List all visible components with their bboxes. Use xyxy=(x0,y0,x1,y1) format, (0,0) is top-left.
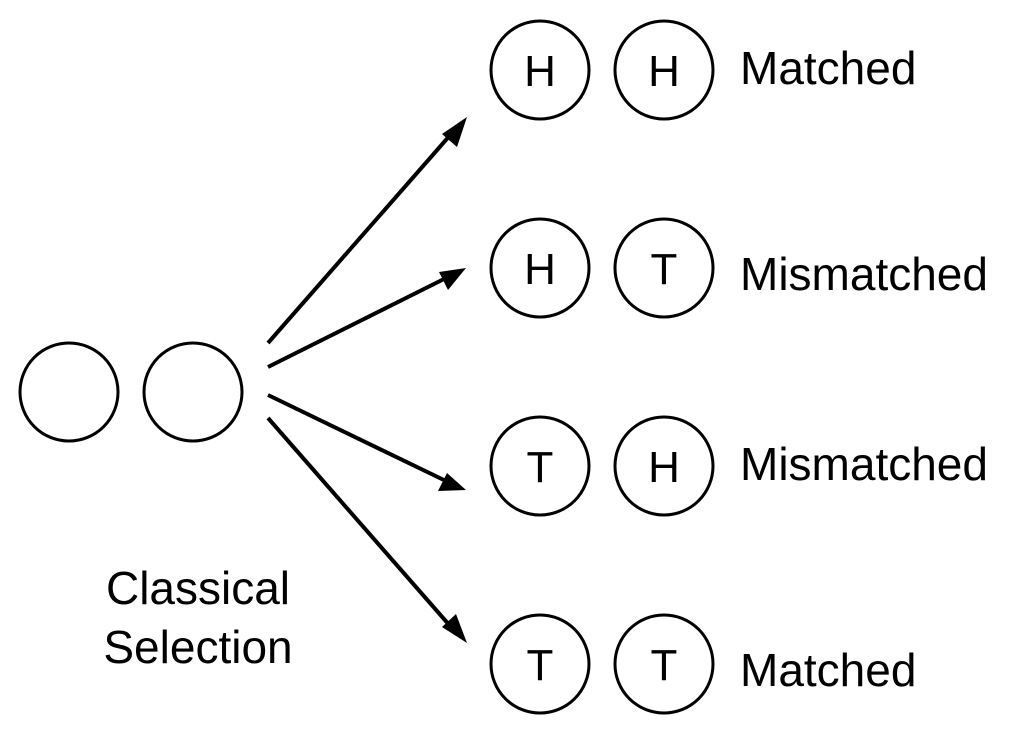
outcome-row-1: H H Matched xyxy=(489,19,916,121)
outcome-row-3: T H Mismatched xyxy=(489,415,988,517)
outcome-1-coin-1-label: H xyxy=(524,47,556,96)
caption-line-1: Classical xyxy=(106,562,290,614)
arrows xyxy=(266,117,467,643)
outcome-row-4: T T Matched xyxy=(489,613,916,715)
outcome-4-coin-1 xyxy=(489,613,591,715)
arrow-to-outcome-3 xyxy=(267,393,466,491)
outcome-1-coin-2-label: H xyxy=(648,47,680,96)
source-coin-pair xyxy=(18,341,244,443)
outcome-4-coin-1-label: T xyxy=(527,641,554,690)
outcome-3-label: Mismatched xyxy=(740,438,988,490)
outcome-3-coin-2 xyxy=(613,415,715,517)
outcome-2-coin-1-label: H xyxy=(524,245,556,294)
outcome-2-coin-1 xyxy=(489,217,591,319)
arrow-to-outcome-1 xyxy=(266,117,467,345)
outcome-4-coin-2 xyxy=(613,613,715,715)
outcome-4-coin-2-label: T xyxy=(651,641,678,690)
arrow-to-outcome-2 xyxy=(267,268,466,369)
outcome-3-coin-2-label: H xyxy=(648,443,680,492)
outcome-1-coin-2 xyxy=(613,19,715,121)
outcome-1-coin-1 xyxy=(489,19,591,121)
caption-line-2: Selection xyxy=(103,621,292,673)
arrow-to-outcome-4 xyxy=(266,416,467,643)
source-coin-right xyxy=(142,341,244,443)
outcome-2-coin-2-label: T xyxy=(651,245,678,294)
outcome-2-coin-2 xyxy=(613,217,715,319)
outcome-4-label: Matched xyxy=(740,644,916,696)
outcome-3-coin-1-label: T xyxy=(527,443,554,492)
outcome-row-2: H T Mismatched xyxy=(489,217,988,319)
outcome-2-label: Mismatched xyxy=(740,248,988,300)
outcome-3-coin-1 xyxy=(489,415,591,517)
outcome-1-label: Matched xyxy=(740,42,916,94)
source-coin-left xyxy=(18,341,120,443)
